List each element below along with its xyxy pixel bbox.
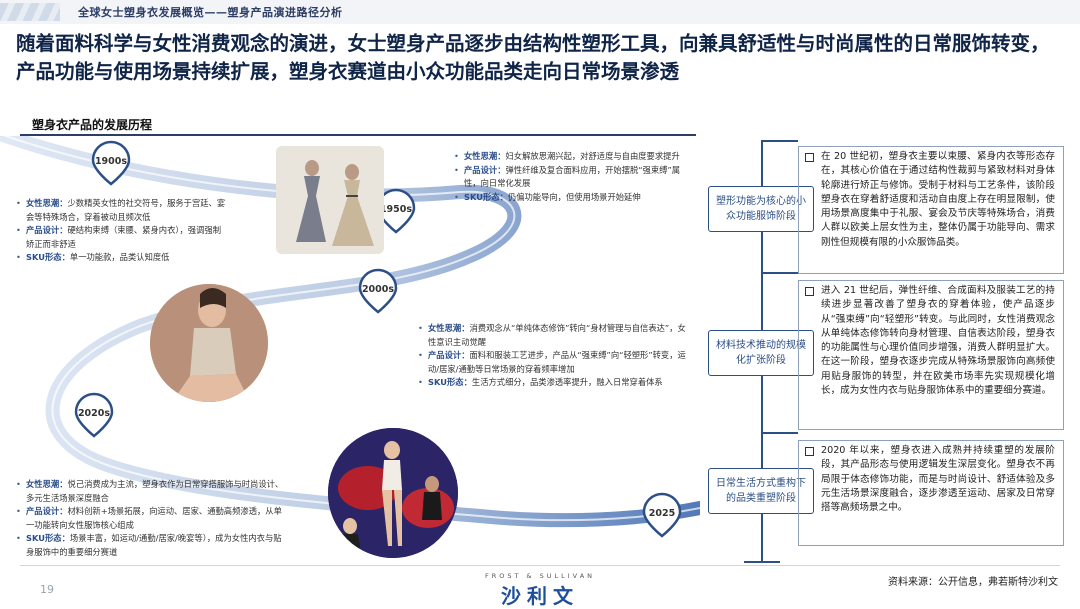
- note-1950s-thought: 女性思潮：妇女解放思潮兴起，对舒适度与自由度要求提升: [454, 150, 694, 164]
- checkbox-square-icon: [805, 153, 814, 162]
- note-1900s-design: 产品设计：硬结构束缚（束腰、紧身内衣），强调强制矫正而非舒适: [16, 224, 226, 251]
- note-2000s-design: 产品设计：面料和服装工艺进步，产品从“强束缚”向“轻塑形”转变，运动/居家/通勤…: [418, 349, 688, 376]
- stage-connector-top: [762, 140, 798, 142]
- note-2000s-sku: SKU形态：生活方式细分，品类渗透率提升，融入日常穿着体系: [418, 376, 688, 390]
- note-2000s-thought: 女性思潮：消费观念从“单纯体态修饰”转向“身材管理与自信表达”，女性意识主动觉醒: [418, 322, 688, 349]
- stage-connector-mid1: [762, 272, 798, 274]
- stage-description-1: 在 20 世纪初，塑身衣主要以束腰、紧身内衣等形态存在，其核心价值在于通过结构性…: [798, 146, 1064, 274]
- note-2020s-design: 产品设计：材料创新+场景拓展，向运动、居家、通勤高频渗透，从单一功能转向女性服饰…: [16, 505, 286, 532]
- stage-label-2: 材料技术推动的规模化扩张阶段: [708, 330, 814, 376]
- logo-chinese: 沙利文: [501, 584, 579, 608]
- stage-description-3: 2020 年以来，塑身衣进入成熟并持续重塑的发展阶段，其产品形态与使用逻辑发生深…: [798, 440, 1064, 546]
- note-1900s-sku: SKU形态：单一功能款，品类认知度低: [16, 251, 226, 265]
- note-2020s-thought: 女性思潮：悦己消费成为主流，塑身衣作为日常穿搭服饰与时尚设计、多元生活场景深度融…: [16, 478, 286, 505]
- year-1900s: 1900s: [95, 156, 127, 167]
- modern-shapewear-photo: [328, 428, 458, 558]
- top-bar: 全球女士塑身衣发展概览——塑身产品演进路径分析: [0, 0, 1080, 24]
- section-rule: [20, 134, 696, 136]
- notes-2020s: 女性思潮：悦己消费成为主流，塑身衣作为日常穿搭服饰与时尚设计、多元生活场景深度融…: [16, 478, 286, 559]
- breadcrumb: 全球女士塑身衣发展概览——塑身产品演进路径分析: [78, 6, 343, 19]
- header-decoration: [0, 3, 60, 21]
- notes-2000s: 女性思潮：消费观念从“单纯体态修饰”转向“身材管理与自信表达”，女性意识主动觉醒…: [418, 322, 688, 390]
- section-title: 塑身衣产品的发展历程: [32, 118, 153, 132]
- page-number: 19: [40, 583, 54, 596]
- year-1950s: 1950s: [380, 204, 412, 215]
- stage-connector-bottom: [744, 561, 780, 563]
- note-2020s-sku: SKU形态：场景丰富，如运动/通勤/居家/晚宴等），成为女性内衣与贴身服饰中的重…: [16, 532, 286, 559]
- note-1900s-thought: 女性思潮：少数精英女性的社交符号，服务于宫廷、宴会等特殊场合，穿着被动且频次低: [16, 197, 226, 224]
- bodysuit-model-photo: [150, 284, 268, 402]
- notes-1950s: 女性思潮：妇女解放思潮兴起，对舒适度与自由度要求提升 产品设计：弹性纤维及复合面…: [454, 150, 694, 204]
- pin-2000s: 2000s: [358, 268, 398, 314]
- footer-rule: [20, 565, 1060, 566]
- pin-1900s: 1900s: [91, 136, 131, 186]
- stage-label-1: 塑形功能为核心的小众功能服饰阶段: [708, 186, 814, 232]
- year-2020s: 2020s: [78, 408, 110, 419]
- year-2000s: 2000s: [362, 284, 394, 295]
- stage-connector-mid2: [762, 432, 798, 434]
- year-2025: 2025: [649, 508, 675, 519]
- logo-english: FROST & SULLIVAN: [484, 572, 596, 580]
- pin-2020s: 2020s: [74, 392, 114, 438]
- pin-1950s: 1950s: [376, 188, 416, 234]
- checkbox-square-icon: [805, 447, 814, 456]
- note-1950s-design: 产品设计：弹性纤维及复合面料应用，开始摆脱“强束缚”属性，向日常化发展: [454, 164, 694, 191]
- page-headline: 随着面料科学与女性消费观念的演进，女士塑身产品逐步由结构性塑形工具，向兼具舒适性…: [16, 32, 1050, 83]
- stage-label-3: 日常生活方式重构下的品类重塑阶段: [708, 468, 814, 514]
- source-note: 资料来源：公开信息，弗若斯特沙利文: [888, 577, 1058, 588]
- stage-description-2: 进入 21 世纪后，弹性纤维、合成面料及服装工艺的持续进步显著改善了塑身衣的穿着…: [798, 280, 1064, 430]
- pin-2025: 2025: [642, 492, 682, 538]
- checkbox-square-icon: [805, 287, 814, 296]
- notes-1900s: 女性思潮：少数精英女性的社交符号，服务于宫廷、宴会等特殊场合，穿着被动且频次低 …: [16, 197, 226, 265]
- vintage-corset-illustration: [276, 146, 384, 254]
- note-1950s-sku: SKU形态：仍偏功能导向，但使用场景开始延伸: [454, 191, 694, 205]
